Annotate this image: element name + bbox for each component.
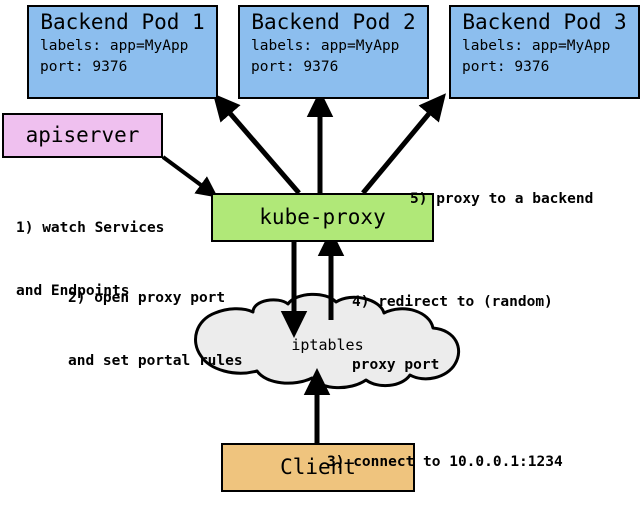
- apiserver-label: apiserver: [25, 123, 140, 147]
- backend-pod-1-box[interactable]: Backend Pod 1 labels: app=MyApp port: 93…: [27, 5, 218, 99]
- backend-pod-1-title: Backend Pod 1: [40, 10, 205, 34]
- step-3-annotation: 3) connect to 10.0.0.1:1234: [327, 410, 563, 515]
- apiserver-box[interactable]: apiserver: [2, 113, 163, 158]
- step-3-line-1: 3) connect to 10.0.0.1:1234: [327, 454, 563, 470]
- step-2-line-1: 2) open proxy port: [68, 290, 226, 306]
- backend-pod-3-title: Backend Pod 3: [462, 10, 627, 34]
- step-1-line-2: and Endpoints: [16, 283, 130, 299]
- step-4-line-1: 4) redirect to (random): [352, 294, 553, 310]
- diagram-canvas: Backend Pod 1 labels: app=MyApp port: 93…: [2, 5, 640, 492]
- step-2-annotation: 2) open proxy port and set portal rules: [68, 246, 243, 414]
- step-1-line-1: 1) watch Services: [16, 220, 165, 236]
- backend-pod-3-box[interactable]: Backend Pod 3 labels: app=MyApp port: 93…: [449, 5, 640, 99]
- client-box[interactable]: Client: [221, 443, 415, 492]
- step-5-annotation: 5) proxy to a backend: [410, 147, 593, 252]
- backend-pod-1-port: port: 9376: [40, 59, 128, 75]
- backend-pod-2-title: Backend Pod 2: [251, 10, 416, 34]
- client-label: Client: [280, 455, 356, 479]
- step-4-annotation: 4) redirect to (random) proxy port: [352, 250, 553, 418]
- arrow-kubeproxy-to-pod1: [212, 93, 301, 195]
- arrow-apiserver-to-kubeproxy: [161, 155, 219, 198]
- iptables-label: iptables: [291, 336, 364, 354]
- backend-pod-3-port: port: 9376: [462, 59, 550, 75]
- step-1-annotation: 1) watch Services and Endpoints: [16, 176, 164, 344]
- backend-pod-3-labels: labels: app=MyApp: [462, 38, 611, 54]
- backend-pod-2-box[interactable]: Backend Pod 2 labels: app=MyApp port: 93…: [238, 5, 429, 99]
- backend-pod-1-labels: labels: app=MyApp: [40, 38, 189, 54]
- backend-pod-2-labels: labels: app=MyApp: [251, 38, 400, 54]
- kube-proxy-label: kube-proxy: [259, 205, 386, 229]
- kube-proxy-box[interactable]: kube-proxy: [211, 193, 434, 242]
- step-5-line-1: 5) proxy to a backend: [410, 191, 594, 207]
- step-4-line-2: proxy port: [352, 357, 440, 373]
- step-2-line-2: and set portal rules: [68, 353, 243, 369]
- backend-pod-2-port: port: 9376: [251, 59, 339, 75]
